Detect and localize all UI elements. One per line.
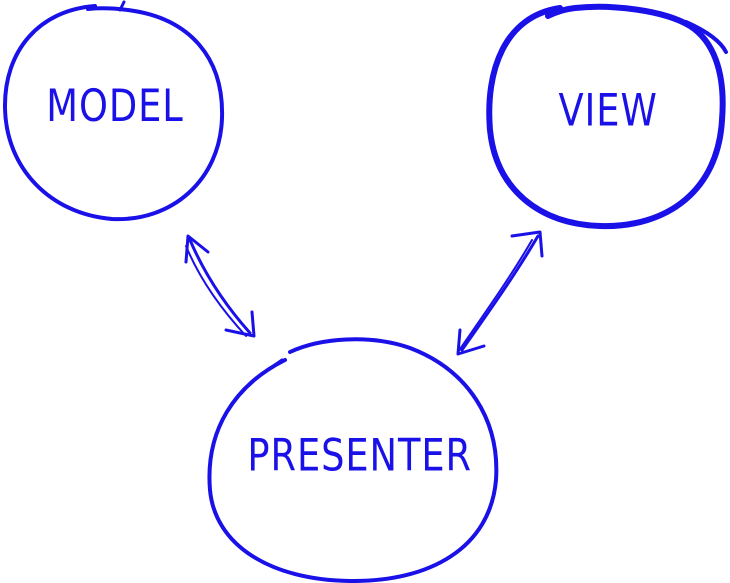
edge-view-presenter-line	[460, 234, 540, 352]
presenter-label: PRESENTER	[247, 429, 472, 481]
view-circle-overlap	[684, 20, 728, 54]
arrowhead-presenter-end-2	[456, 328, 486, 356]
presenter-circle	[207, 337, 499, 583]
edge-model-presenter-line-2	[185, 245, 247, 337]
edge-model-presenter	[184, 234, 256, 338]
edge-view-presenter	[456, 230, 544, 356]
edge-model-presenter-line	[188, 238, 252, 335]
node-model: MODEL	[2, 0, 225, 222]
arrowhead-view-end	[510, 230, 544, 258]
model-circle-tick	[118, 0, 126, 12]
arrowhead-presenter-end	[224, 310, 256, 338]
view-label: VIEW	[558, 84, 657, 136]
node-presenter: PRESENTER	[207, 337, 499, 583]
model-label: MODEL	[46, 79, 183, 131]
edge-view-presenter-line-2	[457, 239, 533, 353]
presenter-circle-tail	[260, 358, 284, 376]
model-circle	[2, 4, 225, 222]
view-circle	[486, 3, 726, 230]
arrowhead-model-end	[184, 234, 210, 264]
node-view: VIEW	[486, 3, 728, 230]
